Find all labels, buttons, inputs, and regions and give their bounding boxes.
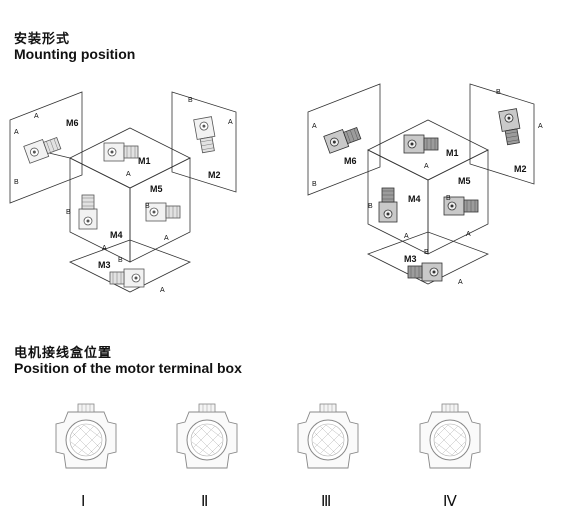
right-label-b: B bbox=[312, 181, 317, 188]
left-m5-motor-icon bbox=[145, 202, 181, 222]
right-m4-motor-icon bbox=[378, 187, 398, 223]
right-label-b5: B bbox=[424, 249, 429, 256]
terminal-box-label-1: Ⅰ bbox=[81, 494, 86, 510]
left-label-b3: B bbox=[66, 209, 71, 216]
right-m2-motor-icon bbox=[498, 108, 523, 146]
left-m3-motor-icon bbox=[109, 268, 145, 288]
right-label-b2: B bbox=[496, 89, 501, 96]
left-label-b5: B bbox=[118, 257, 123, 264]
right-label-b3: B bbox=[368, 203, 373, 210]
terminal-box-position-2-icon bbox=[176, 403, 238, 469]
terminal-box-label-3: Ⅲ bbox=[321, 494, 332, 510]
right-label-m6: M6 bbox=[344, 156, 357, 166]
left-label-m3: M3 bbox=[98, 260, 111, 270]
left-label-a5: A bbox=[102, 245, 107, 252]
mounting-title-cn: 安装形式 bbox=[14, 32, 71, 47]
left-label-a7: A bbox=[160, 287, 165, 294]
left-m2-motor-icon bbox=[193, 116, 218, 154]
left-label-a4: A bbox=[126, 171, 131, 178]
right-label-a5: A bbox=[466, 231, 471, 238]
mounting-title-en: Mounting position bbox=[14, 46, 136, 62]
left-label-a: A bbox=[34, 113, 39, 120]
left-label-m2: M2 bbox=[208, 170, 221, 180]
left-label-m6: M6 bbox=[66, 118, 79, 128]
right-label-a4: A bbox=[404, 233, 409, 240]
terminal-box-position-3-icon bbox=[297, 403, 359, 469]
terminal-box-label-2: Ⅱ bbox=[201, 494, 209, 510]
left-label-m1: M1 bbox=[138, 156, 151, 166]
terminal-box-position-4-icon bbox=[419, 403, 481, 469]
right-m6-motor-icon bbox=[323, 124, 363, 154]
right-label-m1: M1 bbox=[446, 148, 459, 158]
right-label-m4: M4 bbox=[408, 194, 421, 204]
left-label-a6: A bbox=[164, 235, 169, 242]
right-m3-motor-icon bbox=[407, 262, 443, 282]
right-label-a6: A bbox=[458, 279, 463, 286]
right-label-m3: M3 bbox=[404, 254, 417, 264]
terminal-box-title-cn: 电机接线盒位置 bbox=[14, 346, 113, 361]
left-label-b: B bbox=[14, 179, 19, 186]
left-m4-motor-icon bbox=[78, 194, 98, 230]
left-label-a2: A bbox=[14, 129, 19, 136]
terminal-box-label-4: Ⅳ bbox=[443, 494, 457, 510]
terminal-box-title-en: Position of the motor terminal box bbox=[14, 360, 242, 376]
right-label-m5: M5 bbox=[458, 176, 471, 186]
left-cube-labels: M1 M2 M3 M4 M5 M6 A A B B A A B A B A B … bbox=[14, 97, 233, 294]
right-label-a2: A bbox=[538, 123, 543, 130]
left-label-m4: M4 bbox=[110, 230, 123, 240]
right-label-m2: M2 bbox=[514, 164, 527, 174]
left-label-a3: A bbox=[228, 119, 233, 126]
right-m1-motor-icon bbox=[403, 134, 439, 154]
right-label-a: A bbox=[312, 123, 317, 130]
right-cube-labels: M1 M2 M3 M4 M5 M6 A B B A A B A B A B A bbox=[312, 89, 543, 286]
left-label-b4: B bbox=[145, 203, 150, 210]
left-label-m5: M5 bbox=[150, 184, 163, 194]
left-label-b2: B bbox=[188, 97, 193, 104]
right-label-b4: B bbox=[446, 195, 451, 202]
terminal-box-position-1-icon bbox=[55, 403, 117, 469]
right-label-a3: A bbox=[424, 163, 429, 170]
left-m1-motor-icon bbox=[103, 142, 139, 162]
left-m6-motor-icon bbox=[23, 134, 63, 164]
